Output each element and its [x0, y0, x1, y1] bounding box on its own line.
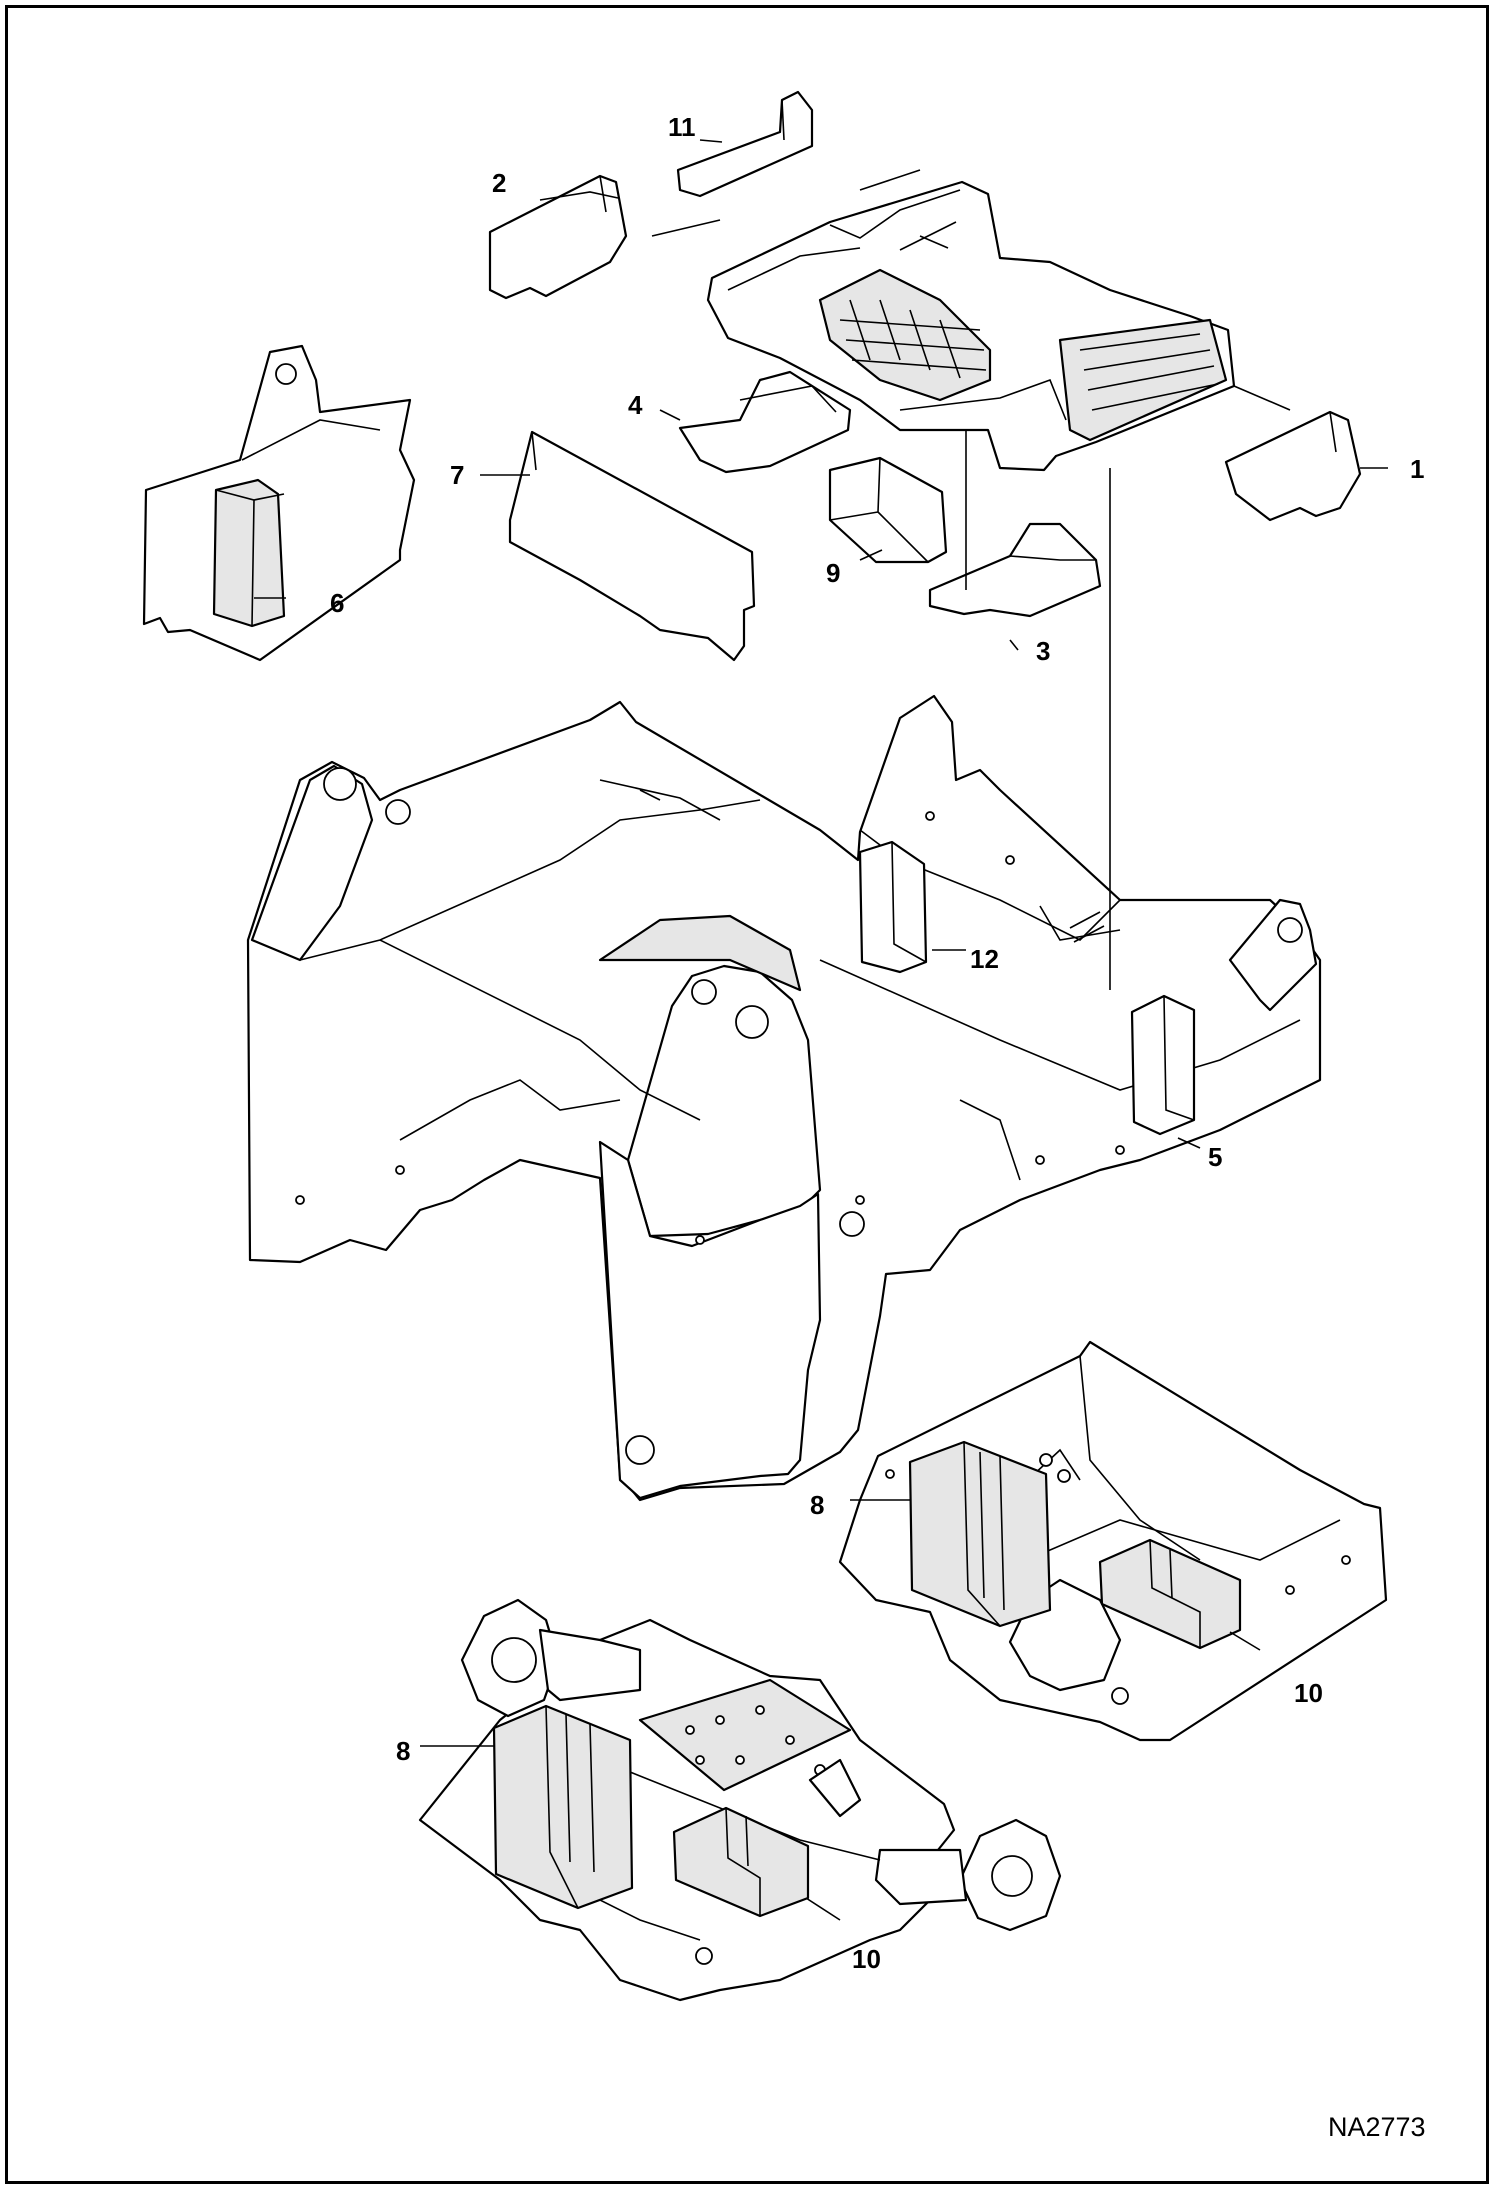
part-7-pad [508, 430, 756, 662]
callout-2: 2 [492, 168, 506, 198]
front-axle-assembly [418, 1598, 1062, 2002]
callout-5: 5 [1208, 1142, 1222, 1172]
drawing-border [5, 5, 1489, 2184]
callout-1: 1 [1410, 454, 1424, 484]
callout-12: 12 [970, 944, 999, 974]
part-1-pad [1224, 410, 1362, 522]
callout-8-lower: 8 [396, 1736, 410, 1766]
part-11-pad [676, 90, 814, 198]
leader-lines [254, 139, 1388, 1921]
part-4-pad [678, 370, 852, 474]
rear-axle-housing [838, 1340, 1388, 1742]
cab-floor-assembly [706, 180, 1236, 472]
callout-3: 3 [1036, 636, 1050, 666]
drawing-code: NA2773 [1328, 2112, 1426, 2142]
part-12-block [858, 840, 928, 974]
callout-4: 4 [628, 390, 643, 420]
callout-10-lower: 10 [852, 1944, 881, 1974]
part-3-plate [928, 522, 1102, 618]
callout-labels: 11 2 1 4 7 6 9 3 12 5 8 8 10 10 [330, 112, 1424, 1974]
callout-10-upper: 10 [1294, 1678, 1323, 1708]
callout-7: 7 [450, 460, 464, 490]
main-frame [246, 694, 1322, 1502]
part-2-pad [488, 174, 628, 300]
callout-9: 9 [826, 558, 840, 588]
part-9-block [828, 456, 948, 564]
part-5-block [1130, 994, 1196, 1136]
callout-8-upper: 8 [810, 1490, 824, 1520]
callout-11: 11 [668, 112, 696, 142]
part-6-bracket [142, 344, 416, 662]
callout-6: 6 [330, 588, 344, 618]
